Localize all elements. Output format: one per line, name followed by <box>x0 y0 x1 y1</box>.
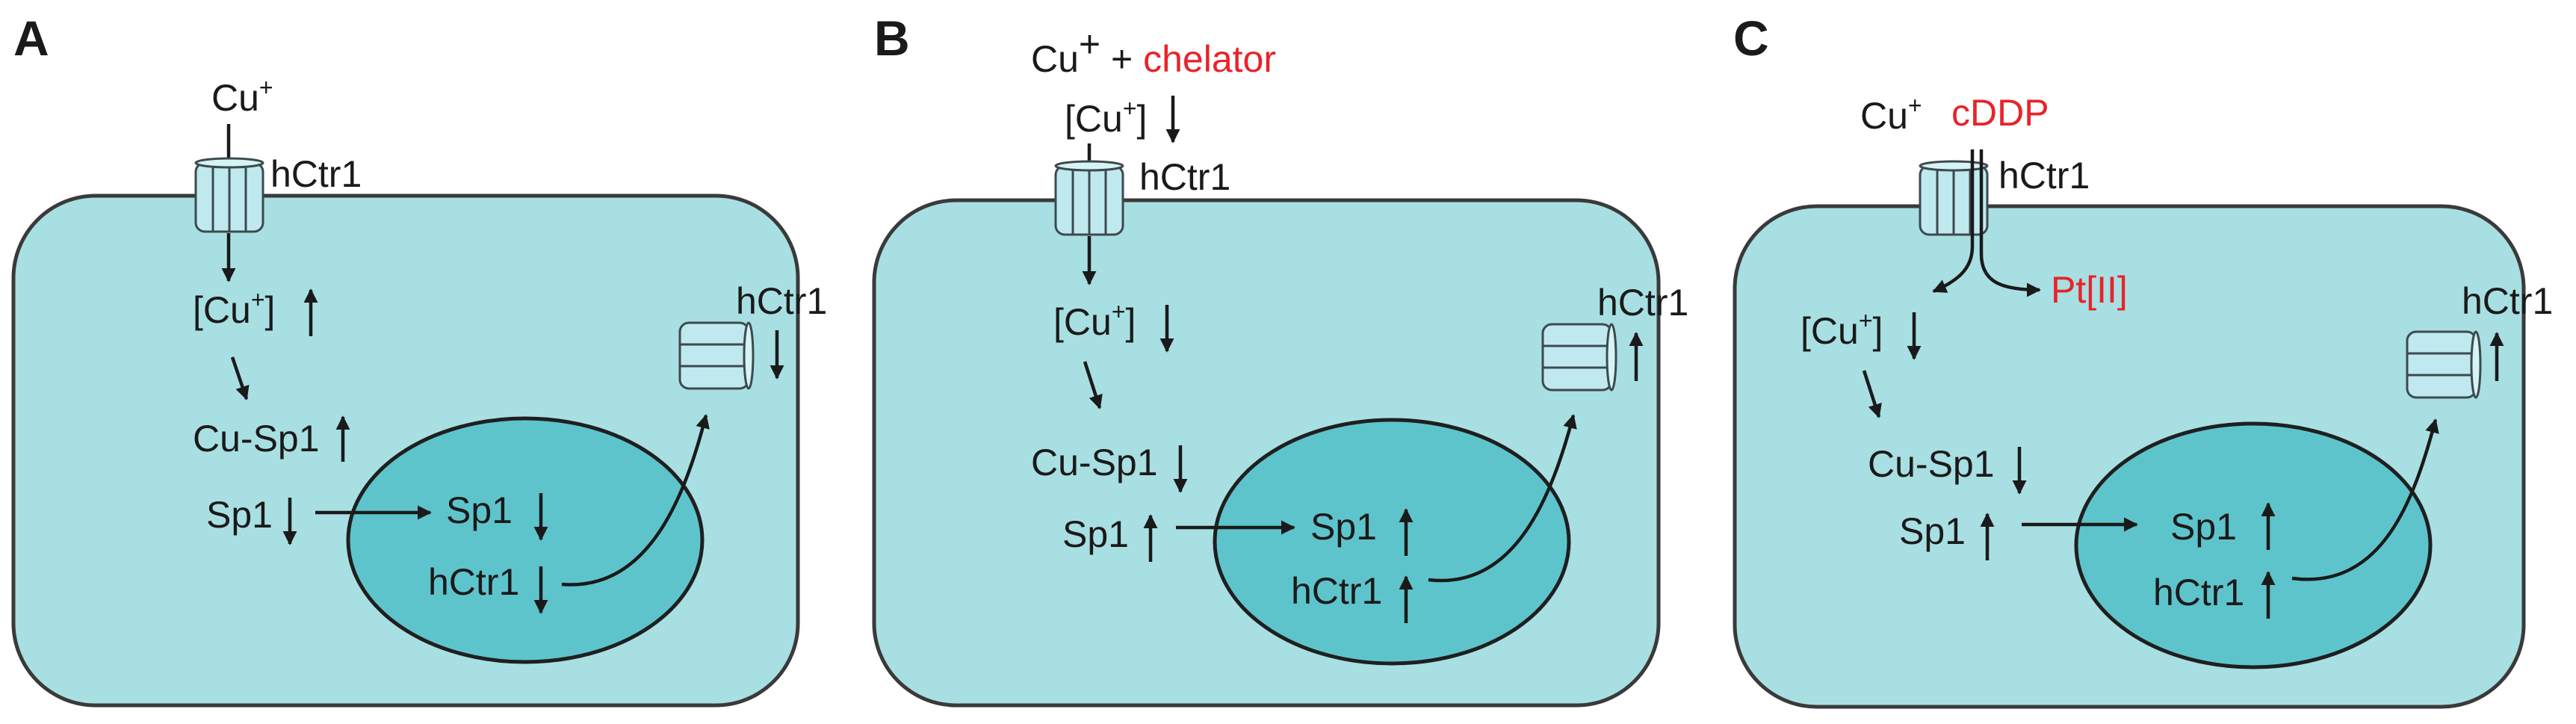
channel-side-label: hCtr1 <box>2462 280 2553 322</box>
nucleus <box>2074 421 2433 669</box>
nucleus <box>346 416 705 664</box>
cu-intracellular-label: [Cu+] <box>1801 307 1883 352</box>
nucleus-hctr1-label: hCtr1 <box>428 561 519 603</box>
panel-a: A Cu+ hCtr1 [Cu+] Cu-Sp1 Sp1 Sp1 hCtr1 <box>11 10 827 708</box>
channel-top-label: hCtr1 <box>1139 156 1230 198</box>
cddp-label: cDDP <box>1951 92 2049 134</box>
panel-letter: A <box>13 10 49 66</box>
top-channel <box>194 157 264 233</box>
nucleus-sp1-label: Sp1 <box>446 489 513 531</box>
cusp1-label: Cu-Sp1 <box>1868 443 1995 485</box>
expression-arrow <box>1428 414 1577 583</box>
nucleus-hctr1-label: hCtr1 <box>1291 570 1382 612</box>
channel-pore <box>2406 330 2477 399</box>
nucleus-hctr1-label: hCtr1 <box>2153 572 2244 613</box>
panel-b: B Cu+ + chelator [Cu+] hCtr1 [Cu+] Cu-Sp… <box>872 10 1688 708</box>
side-channel <box>678 321 755 390</box>
cu-intracellular-label: [Cu+] <box>1053 298 1136 343</box>
panel-c: C Cu+ cDDP hCtr1 Pt[II] [Cu+] Cu-Sp1 Sp1… <box>1733 10 2553 709</box>
top-channel <box>1054 160 1124 236</box>
side-channel <box>1541 323 1617 392</box>
sp1-cytoplasm-label: Sp1 <box>1899 510 1966 552</box>
cu-extracellular-label: [Cu+] <box>1065 95 1147 140</box>
channel-top-label: hCtr1 <box>270 153 362 195</box>
panel-letter: B <box>874 10 910 66</box>
pt-label: Pt[II] <box>2051 269 2128 311</box>
channel-pore <box>1541 323 1613 392</box>
top-channel <box>1919 160 1989 236</box>
channel-pore <box>678 321 750 390</box>
cu-ion-label: Cu+ <box>1860 92 1922 137</box>
expression-arrow <box>561 414 710 587</box>
nucleus-sp1-label: Sp1 <box>1310 506 1377 548</box>
channel-top-label: hCtr1 <box>1998 155 2090 197</box>
channel-side-label: hCtr1 <box>736 280 827 322</box>
cusp1-label: Cu-Sp1 <box>1031 442 1158 483</box>
cu-to-cusp1-arrow <box>230 356 250 400</box>
cu-import-arrow <box>1932 149 1975 294</box>
side-channel <box>2406 330 2482 399</box>
cu-ion-label: Cu+ <box>211 74 273 119</box>
channel-side-label: hCtr1 <box>1597 282 1688 324</box>
sp1-cytoplasm-label: Sp1 <box>1062 513 1129 555</box>
cu-to-cusp1-arrow <box>1862 370 1882 418</box>
panel-letter: C <box>1733 10 1769 66</box>
expression-arrow <box>2291 418 2439 581</box>
sp1-cytoplasm-label: Sp1 <box>206 494 273 536</box>
nucleus-sp1-label: Sp1 <box>2170 506 2237 548</box>
cu-chelator-label: Cu+ + chelator <box>1031 23 1276 80</box>
nucleus <box>1213 418 1571 666</box>
cu-intracellular-label: [Cu+] <box>193 286 275 331</box>
cddp-import-arrow <box>1979 149 2041 297</box>
cu-to-cusp1-arrow <box>1083 361 1103 409</box>
cusp1-label: Cu-Sp1 <box>193 418 320 460</box>
